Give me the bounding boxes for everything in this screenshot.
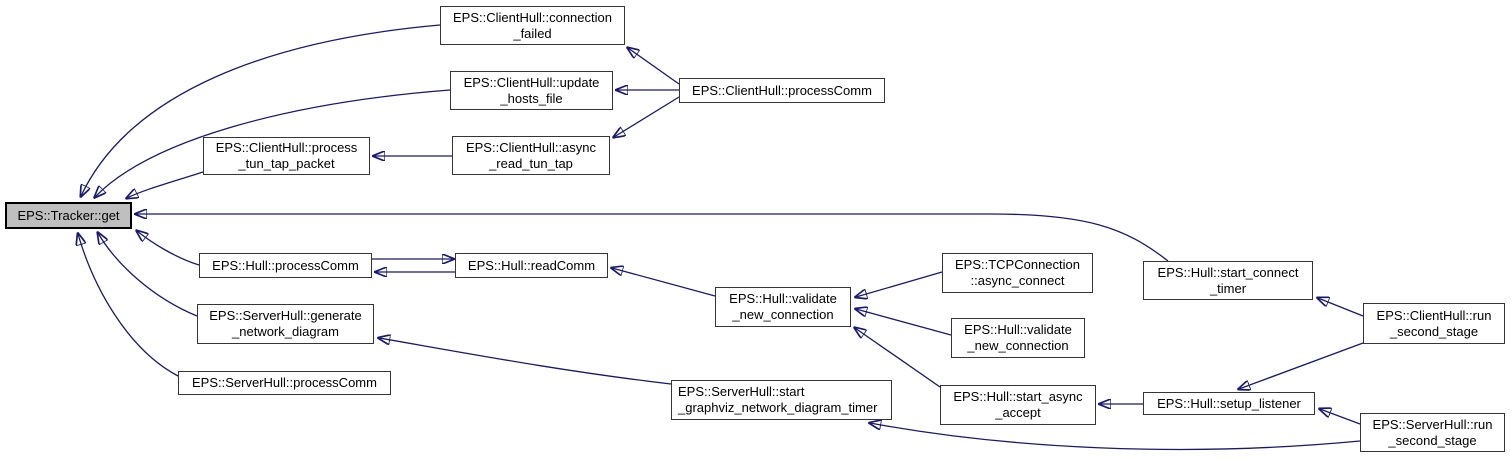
node-eps-clienthull-connection-failed[interactable]: EPS::ClientHull::connection _failed <box>440 6 625 45</box>
node-eps-clienthull-update-hosts-file[interactable]: EPS::ClientHull::update _hosts_file <box>450 71 613 110</box>
node-label: EPS::Hull::readComm <box>467 257 596 273</box>
node-eps-serverhull-start-graphviz-network-diagram-timer[interactable]: EPS::ServerHull::start _graphviz_network… <box>671 380 892 420</box>
node-label: EPS::Hull::start_async <box>953 389 1083 404</box>
node-label: _new_connection <box>732 307 834 322</box>
node-label: EPS::Hull::start_connect <box>1157 264 1299 280</box>
node-label: _network_diagram <box>232 324 339 339</box>
node-label: EPS::Hull::setup_listener <box>1157 395 1301 411</box>
node-eps-hull-validate-new-connection-2[interactable]: EPS::Hull::validate _new_connection <box>951 318 1085 358</box>
node-label: EPS::ServerHull::generate <box>209 308 362 323</box>
edge-serverhull-run-second-stage-to-start-graphviz-timer <box>870 423 1361 451</box>
edge-clienthull-run-second-stage-to-start-connect-timer <box>1318 298 1364 317</box>
edge-serverhull-processcomm-to-tracker-get <box>78 234 179 377</box>
node-label: EPS::ClientHull::processComm <box>692 82 872 98</box>
edge-clienthull-run-second-stage-to-setup-listener <box>1239 342 1364 389</box>
node-eps-serverhull-processcomm[interactable]: EPS::ServerHull::processComm <box>178 371 391 395</box>
node-label: EPS::Hull::processComm <box>212 257 359 273</box>
node-label: _hosts_file <box>500 90 563 106</box>
node-eps-tracker-get[interactable]: EPS::Tracker::get <box>5 202 132 229</box>
node-eps-hull-readcomm[interactable]: EPS::Hull::readComm <box>455 253 608 278</box>
node-eps-serverhull-generate-network-diagram[interactable]: EPS::ServerHull::generate _network_diagr… <box>197 304 374 344</box>
node-label: EPS::Hull::validate <box>729 291 837 306</box>
edge-tcp-async-connect-to-validate-new-connection <box>856 271 943 297</box>
node-eps-clienthull-async-read-tun-tap[interactable]: EPS::ClientHull::async _read_tun_tap <box>452 136 610 175</box>
node-eps-hull-processcomm[interactable]: EPS::Hull::processComm <box>199 253 372 278</box>
edge-clienthull-processcomm-to-async-read-tun-tap <box>614 96 680 137</box>
node-label: EPS::ServerHull::start <box>678 384 805 399</box>
node-eps-clienthull-process-tun-tap-packet[interactable]: EPS::ClientHull::process _tun_tap_packet <box>203 137 370 175</box>
node-label: EPS::ClientHull::async <box>465 139 597 155</box>
edge-validate-new-connection-2-to-validate-new-connection <box>856 309 952 336</box>
node-eps-clienthull-processcomm[interactable]: EPS::ClientHull::processComm <box>679 78 885 103</box>
node-label: _second_stage <box>1389 323 1479 339</box>
edge-clienthull-processcomm-to-connection-failed <box>628 48 680 85</box>
node-label: _new_connection <box>967 338 1069 353</box>
edge-process-tun-tap-packet-to-tracker-get <box>127 171 204 198</box>
node-label: EPS::ClientHull::connection <box>453 9 612 25</box>
node-eps-hull-start-connect-timer[interactable]: EPS::Hull::start_connect _timer <box>1143 261 1313 300</box>
node-label: _second_stage <box>1388 432 1477 448</box>
node-label: _accept <box>995 405 1041 420</box>
node-label: EPS::ServerHull::run <box>1372 416 1493 432</box>
node-label: _read_tun_tap <box>489 155 573 171</box>
node-eps-hull-setup-listener[interactable]: EPS::Hull::setup_listener <box>1143 392 1315 415</box>
node-label: EPS::ServerHull::processComm <box>192 375 377 390</box>
node-label: EPS::ClientHull::run <box>1376 307 1492 323</box>
edge-start-connect-timer-to-tracker-get <box>136 214 1169 262</box>
node-label: _timer <box>1209 280 1247 296</box>
edge-update-hosts-file-to-tracker-get <box>95 89 451 197</box>
node-label: EPS::ClientHull::update <box>463 74 600 90</box>
edge-serverhull-run-second-stage-to-setup-listener <box>1320 409 1361 425</box>
node-label: EPS::Tracker::get <box>17 207 120 223</box>
node-eps-tcpconnection-async-connect[interactable]: EPS::TCPConnection ::async_connect <box>942 253 1093 293</box>
node-label: EPS::ClientHull::process <box>215 140 358 155</box>
node-eps-clienthull-run-second-stage[interactable]: EPS::ClientHull::run _second_stage <box>1363 303 1505 344</box>
node-label: _tun_tap_packet <box>238 156 335 171</box>
node-label: EPS::TCPConnection <box>954 257 1080 272</box>
node-label: _graphviz_network_diagram_timer <box>678 400 878 415</box>
edge-start-async-accept-to-validate-new-connection <box>855 328 941 388</box>
node-eps-serverhull-run-second-stage[interactable]: EPS::ServerHull::run _second_stage <box>1360 413 1505 452</box>
node-label: ::async_connect <box>970 273 1065 288</box>
edge-generate-network-diagram-to-tracker-get <box>98 233 198 317</box>
node-label: _failed <box>513 25 552 41</box>
node-eps-hull-start-async-accept[interactable]: EPS::Hull::start_async _accept <box>940 385 1096 425</box>
edge-connection-failed-to-tracker-get <box>81 24 441 196</box>
edge-start-graphviz-timer-to-generate-network-diagram <box>379 338 672 385</box>
edge-hull-processcomm-to-tracker-get <box>137 231 200 266</box>
edge-validate-new-connection-to-hull-readcomm <box>612 268 716 297</box>
node-label: EPS::Hull::validate <box>964 322 1072 337</box>
node-eps-hull-validate-new-connection[interactable]: EPS::Hull::validate _new_connection <box>715 287 851 327</box>
